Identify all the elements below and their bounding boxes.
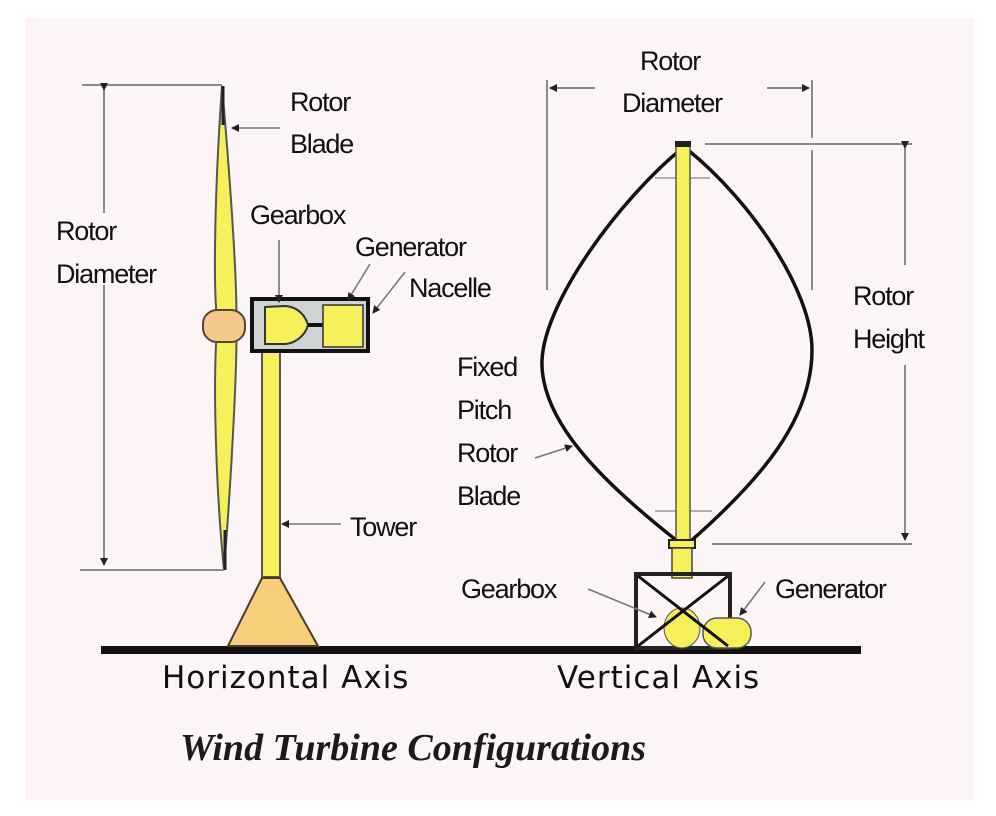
vawt-rotor-diameter-label-line1: Rotor: [640, 46, 701, 76]
vawt-blade-left: [540, 148, 682, 542]
hawt-rotor-diameter-label-line1: Rotor: [56, 216, 117, 246]
ground-line: [101, 646, 861, 654]
hawt-nacelle-label: Nacelle: [409, 273, 491, 303]
vawt-rotor-height-label-line2: Height: [853, 324, 926, 354]
vawt-gearbox: [663, 607, 701, 649]
vertical-axis-caption: Vertical Axis: [557, 660, 760, 696]
hawt-hub: [202, 309, 246, 343]
vawt-blade-label-line3: Rotor: [457, 438, 518, 468]
vawt-generator-label: Generator: [775, 574, 887, 604]
vawt-mast: [675, 145, 691, 543]
hawt-tower: [261, 344, 281, 578]
vawt-mast-cap: [675, 141, 691, 147]
diagram-title: Wind Turbine Configurations: [180, 727, 646, 769]
hawt-gearbox: [264, 304, 310, 345]
horizontal-axis-turbine: [80, 83, 406, 647]
vawt-rotor-diameter-label-line2: Diameter: [622, 88, 723, 118]
vawt-blade-label-line1: Fixed: [457, 352, 517, 382]
horizontal-axis-caption: Horizontal Axis: [162, 660, 409, 696]
hawt-base: [226, 577, 320, 647]
hawt-tower-label: Tower: [350, 512, 417, 542]
vawt-blade-right: [686, 148, 814, 542]
hawt-rotor-diameter-label-line2: Diameter: [56, 259, 157, 289]
hawt-generator-label: Generator: [355, 232, 467, 262]
vawt-collar: [668, 539, 696, 549]
hawt-rotor-blade-label-line2: Blade: [290, 129, 353, 159]
vawt-blade-label-line4: Blade: [457, 481, 520, 511]
vertical-axis-turbine: [534, 80, 912, 650]
hawt-rotor-blade-label-line1: Rotor: [290, 87, 351, 117]
hawt-gearbox-label: Gearbox: [250, 200, 347, 230]
vawt-blade-label-line2: Pitch: [457, 395, 511, 425]
vawt-generator: [702, 617, 752, 649]
diagram-panel: [25, 18, 974, 800]
vawt-gearbox-label: Gearbox: [461, 574, 558, 604]
hawt-generator: [322, 304, 364, 348]
vawt-rotor-height-label-line1: Rotor: [853, 281, 914, 311]
